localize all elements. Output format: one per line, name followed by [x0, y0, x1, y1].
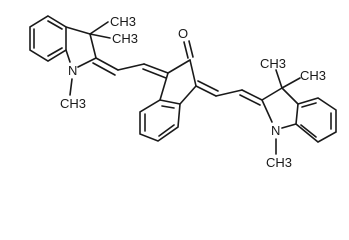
indanone-bond-c2-c3 — [189, 59, 197, 87]
indanone-benzene-ring — [139, 99, 181, 142]
right-nitrogen-label: N — [271, 123, 280, 138]
right-bridge-double-bond-b — [197, 80, 219, 92]
left-bridge-to-indanone-a — [143, 63, 169, 74]
right-bridge-single-bond — [215, 89, 243, 97]
right-n-methyl-label: CH3 — [266, 155, 292, 170]
right-indoline: CH3 CH3 N CH3 — [260, 56, 337, 170]
left-gem-methyl-upper-label: CH3 — [110, 14, 136, 29]
right-bridge-to-indoline-b — [239, 94, 261, 106]
left-n-methyl-bond — [69, 78, 73, 96]
left-gem-methyl-bond-lower — [89, 33, 111, 39]
left-benzene-inner-bond-1 — [47, 20, 63, 30]
indanone-benzene-inner-bond-1 — [161, 105, 175, 109]
structure-diagram: CH3 CH3 N CH3 O — [0, 0, 349, 181]
left-benzene-inner-bond-3 — [47, 47, 63, 57]
right-ring-bond-c3-c3a — [281, 87, 299, 105]
central-indanone: O — [139, 26, 197, 142]
right-gem-methyl-lower-label: CH3 — [300, 68, 326, 83]
right-gem-methyl-bond-upper — [275, 69, 283, 89]
right-benzene-ring — [295, 97, 337, 143]
background — [0, 0, 349, 181]
right-bridge-double-bond-a — [195, 85, 217, 97]
left-bridge-single-bond — [117, 63, 145, 71]
molecule-svg: CH3 CH3 N CH3 O — [0, 0, 349, 181]
left-ring-bond-c3-c2 — [89, 33, 97, 59]
right-gem-methyl-bond-lower — [281, 77, 301, 89]
right-ring-bond-c2-c3 — [261, 87, 283, 101]
left-methine-bridge — [92, 57, 169, 79]
carbonyl-double-bond-b — [188, 40, 194, 58]
indanone-bond-c3-c3a — [179, 85, 197, 105]
left-gem-methyl-lower-label: CH3 — [112, 31, 138, 46]
carbonyl-double-bond-a — [183, 41, 189, 59]
left-bridge-double-bond-b — [92, 62, 116, 76]
right-gem-methyl-upper-label: CH3 — [260, 56, 286, 71]
left-indoline: CH3 CH3 N CH3 — [29, 14, 138, 111]
indanone-bond-c1-c7a — [159, 72, 169, 101]
left-ring-bond-n-c7a — [65, 49, 71, 63]
indanone-bond-c1-c2 — [167, 59, 191, 74]
carbonyl-oxygen-label: O — [178, 26, 188, 41]
right-ring-bond-n-c7a — [281, 123, 297, 129]
left-ring-bond-c2-n — [77, 57, 97, 68]
indanone-benzene-inner-bond-3 — [158, 124, 175, 137]
left-nitrogen-label: N — [68, 63, 77, 78]
left-bridge-double-bond-a — [95, 57, 119, 71]
right-ring-bond-c2-n — [261, 99, 273, 123]
right-benzene-inner-bond-3 — [300, 124, 317, 138]
left-gem-methyl-bond-upper — [89, 21, 109, 35]
left-bridge-to-indanone-b — [142, 68, 167, 79]
left-n-methyl-label: CH3 — [60, 96, 86, 111]
right-methine-bridge — [195, 80, 263, 106]
left-ring-bond-c3a-c3 — [65, 26, 91, 35]
right-benzene-inner-bond-1 — [301, 102, 317, 108]
right-bridge-to-indoline-a — [241, 89, 263, 101]
